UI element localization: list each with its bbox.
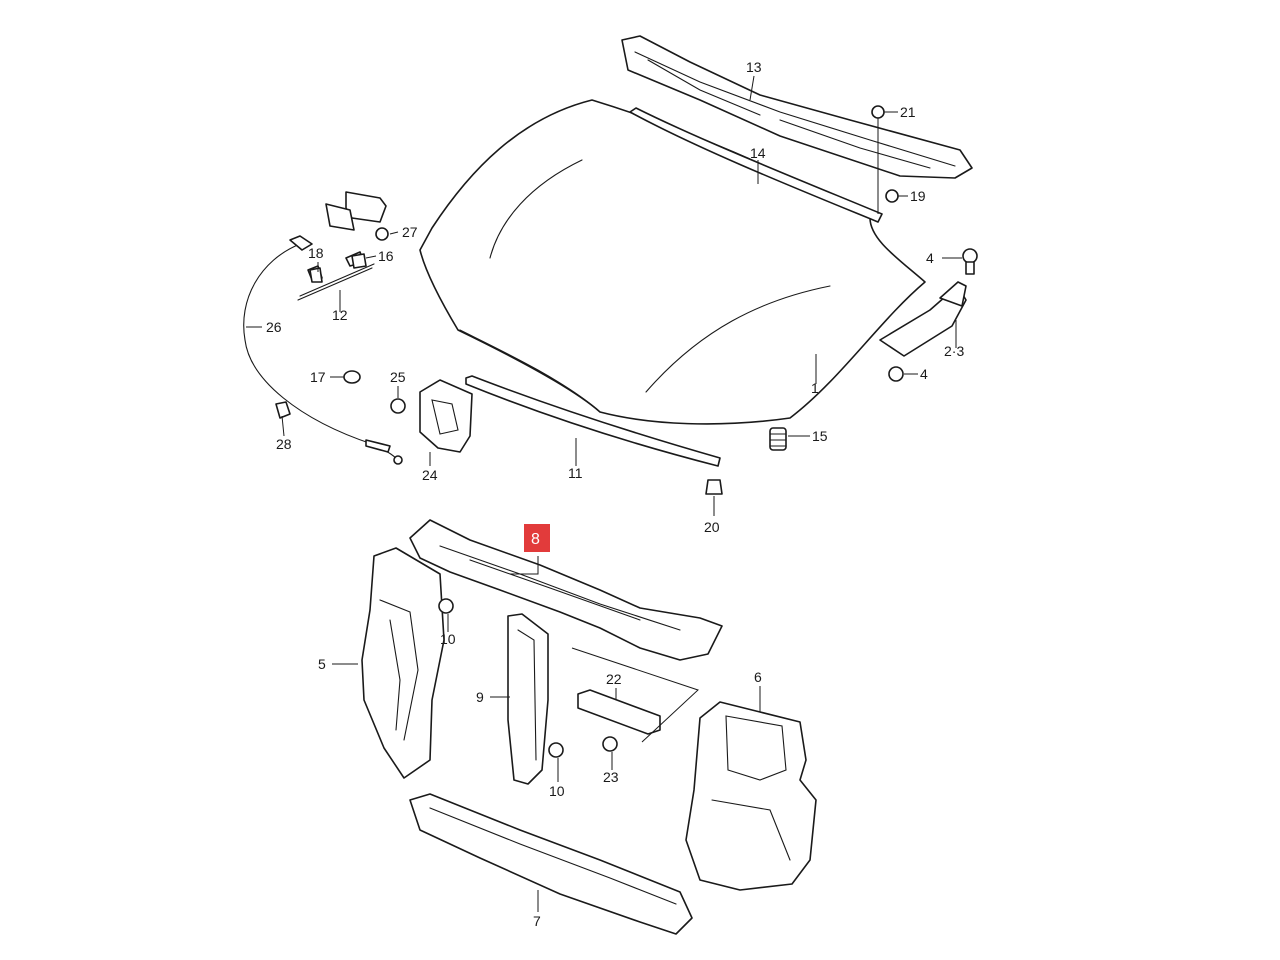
callout-4-upper: 4 [926, 250, 934, 266]
callout-7: 7 [533, 913, 541, 929]
callout-4-lower: 4 [920, 366, 928, 382]
hood-rear-seal[interactable] [629, 107, 883, 223]
highlighted-callout-8[interactable]: 8 [524, 524, 550, 552]
callout-16: 16 [378, 248, 394, 264]
callout-17: 17 [310, 369, 326, 385]
callout-21: 21 [900, 104, 916, 120]
clip-20[interactable] [705, 479, 723, 495]
hood-hinge[interactable] [879, 281, 967, 357]
callout-19: 19 [910, 188, 926, 204]
radiator-support-upper-member[interactable] [409, 519, 723, 661]
bolt-10-upper[interactable] [438, 598, 454, 614]
bolt-23[interactable] [602, 736, 618, 752]
radiator-support-side-right[interactable] [685, 701, 817, 891]
hood-lock-assembly[interactable] [419, 379, 473, 453]
hood-release-cable[interactable] [243, 243, 403, 465]
radiator-support-side-left[interactable] [361, 547, 445, 779]
hood-front-seal[interactable] [465, 375, 721, 467]
highlight-label: 8 [531, 531, 540, 548]
callout-13: 13 [746, 59, 762, 75]
fastener-bolt-4-upper[interactable] [962, 248, 978, 275]
cowl-top-panel[interactable] [621, 35, 973, 179]
callout-12: 12 [332, 307, 348, 323]
callout-24: 24 [422, 467, 438, 483]
plug-17[interactable] [343, 370, 361, 384]
callout-10-upper: 10 [440, 631, 456, 647]
radiator-support-lower-member[interactable] [409, 793, 693, 935]
radiator-support-center-brace[interactable] [507, 613, 549, 785]
callout-15: 15 [812, 428, 828, 444]
callout-9: 9 [476, 689, 484, 705]
callout-2-3: 2·3 [944, 343, 964, 359]
bolt-10-lower[interactable] [548, 742, 564, 758]
leader-lines [246, 75, 962, 912]
callout-labels: 13 14 21 19 4 2·3 4 1 15 11 20 27 16 18 … [266, 59, 964, 929]
callout-27: 27 [402, 224, 418, 240]
callout-6: 6 [754, 669, 762, 685]
bracket-22[interactable] [577, 689, 661, 735]
callout-10-lower: 10 [549, 783, 565, 799]
callout-14: 14 [750, 145, 766, 161]
fastener-clip-19[interactable] [885, 189, 899, 203]
callout-28: 28 [276, 436, 292, 452]
callout-11: 11 [568, 465, 583, 481]
fastener-bolt-4-lower[interactable] [888, 366, 904, 382]
clip-28[interactable] [275, 401, 291, 419]
bolt-25[interactable] [390, 398, 406, 414]
callout-23: 23 [603, 769, 619, 785]
cushion-15[interactable] [769, 427, 787, 451]
callout-26: 26 [266, 319, 282, 335]
callout-18: 18 [308, 245, 324, 261]
fastener-clip-21[interactable] [871, 105, 885, 119]
clip-18[interactable] [309, 267, 323, 283]
callout-5: 5 [318, 656, 326, 672]
callout-22: 22 [606, 671, 622, 687]
clip-16[interactable] [351, 253, 367, 269]
callout-25: 25 [390, 369, 406, 385]
fastener-27[interactable] [375, 227, 389, 241]
callout-1: 1 [811, 380, 819, 396]
hood-release-handle[interactable] [289, 191, 387, 251]
callout-20: 20 [704, 519, 720, 535]
alignment-guide-lines [571, 118, 879, 743]
highlight-box [524, 524, 550, 552]
